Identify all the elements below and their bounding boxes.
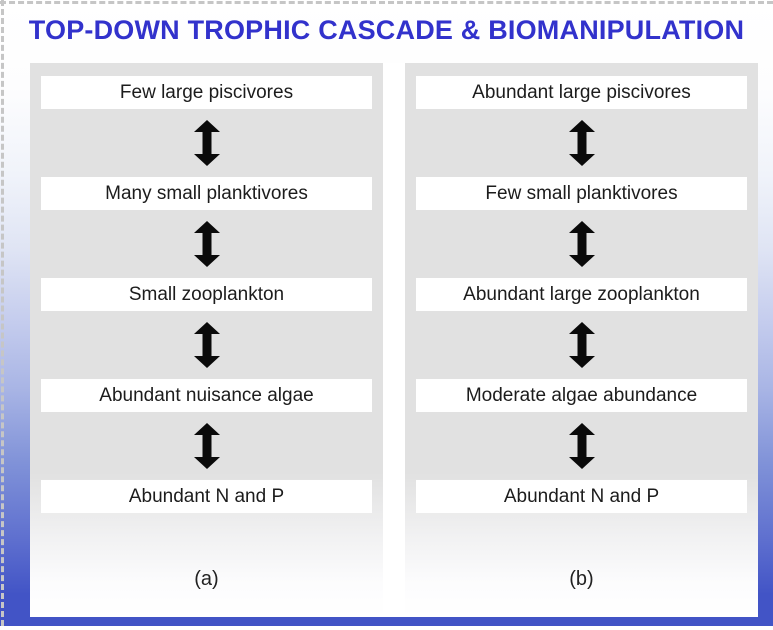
trophic-level-box: Abundant large piscivores <box>416 76 747 109</box>
trophic-level-box: Many small planktivores <box>41 177 372 210</box>
double-arrow-icon <box>193 120 220 166</box>
panel-caption: (b) <box>569 568 594 590</box>
dashed-border-top <box>0 1 773 4</box>
trophic-level-box: Few small planktivores <box>416 177 747 210</box>
trophic-level-box: Abundant large zooplankton <box>416 278 747 311</box>
page-title: TOP-DOWN TROPHIC CASCADE & BIOMANIPULATI… <box>28 15 745 45</box>
double-arrow-icon <box>193 322 220 368</box>
double-arrow-icon <box>568 423 595 469</box>
panel-b: Abundant large piscivores Few small plan… <box>405 63 758 617</box>
trophic-level-box: Abundant N and P <box>416 480 747 513</box>
double-arrow-icon <box>193 221 220 267</box>
double-arrow-icon <box>568 322 595 368</box>
trophic-level-box: Few large piscivores <box>41 76 372 109</box>
double-arrow-icon <box>193 423 220 469</box>
trophic-level-box: Abundant nuisance algae <box>41 379 372 412</box>
trophic-level-box: Abundant N and P <box>41 480 372 513</box>
double-arrow-icon <box>568 120 595 166</box>
trophic-cascade-diagram: Few large piscivores Many small planktiv… <box>30 63 758 617</box>
panel-caption: (a) <box>194 568 219 590</box>
trophic-level-box: Moderate algae abundance <box>416 379 747 412</box>
panel-a: Few large piscivores Many small planktiv… <box>30 63 383 617</box>
dashed-border-left <box>1 0 4 626</box>
double-arrow-icon <box>568 221 595 267</box>
trophic-level-box: Small zooplankton <box>41 278 372 311</box>
